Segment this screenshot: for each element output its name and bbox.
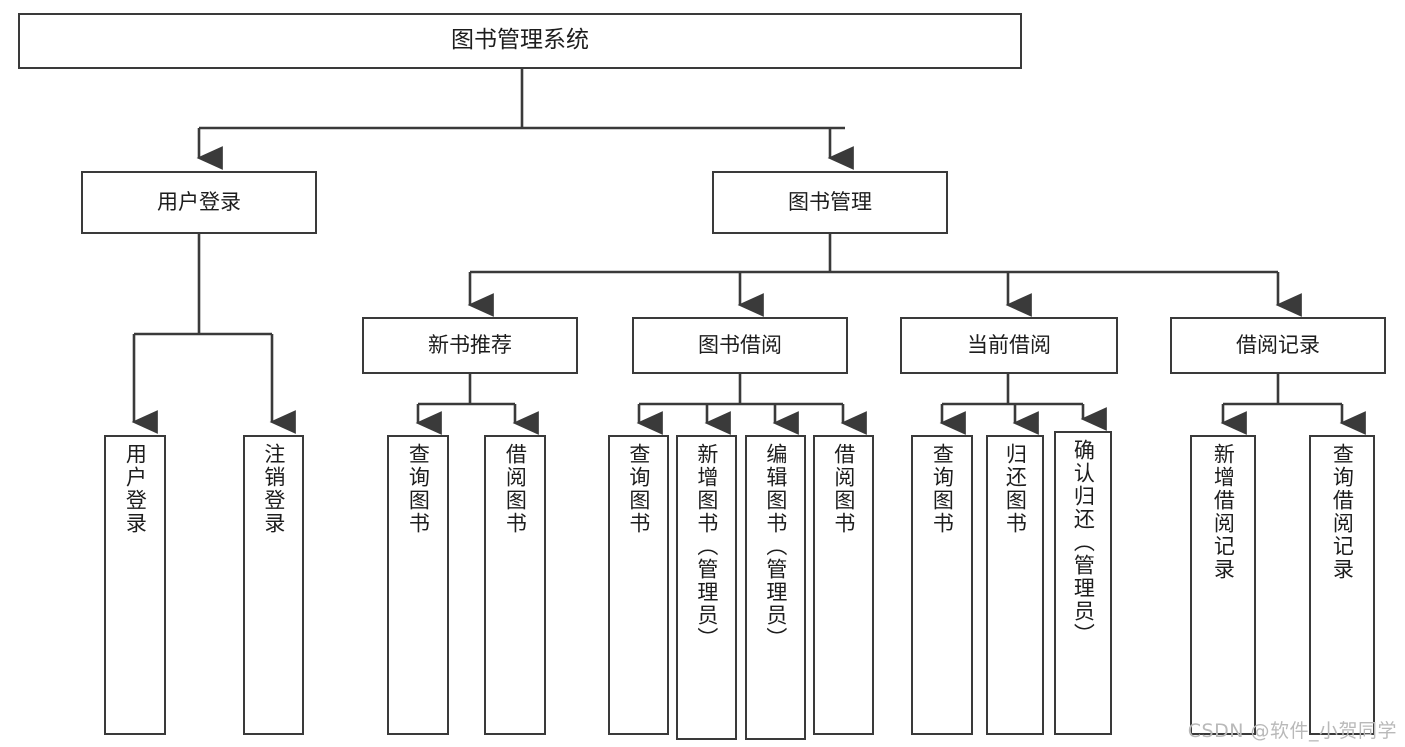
leaf-logout[interactable]: 注销登录 [243, 435, 304, 735]
leaf-query-book-borrow-label: 查询图书 [626, 443, 651, 535]
leaf-borrow-book[interactable]: 借阅图书 [813, 435, 874, 735]
node-root[interactable]: 图书管理系统 [18, 13, 1022, 69]
node-borrow-record-label: 借阅记录 [1236, 333, 1320, 358]
leaf-query-book-borrow[interactable]: 查询图书 [608, 435, 669, 735]
leaf-user-login-label: 用户登录 [123, 443, 148, 535]
node-current-borrow[interactable]: 当前借阅 [900, 317, 1118, 374]
leaf-add-borrow-record[interactable]: 新增借阅记录 [1190, 435, 1256, 735]
leaf-query-book-current-label: 查询图书 [930, 443, 955, 535]
leaf-add-book-admin-label: 新增图书（管理员） [694, 443, 719, 650]
leaf-logout-label: 注销登录 [261, 443, 286, 535]
leaf-user-login[interactable]: 用户登录 [104, 435, 166, 735]
leaf-query-book-recommend[interactable]: 查询图书 [387, 435, 449, 735]
node-user-login-label: 用户登录 [157, 190, 241, 215]
csdn-watermark: CSDN @软件_小贺同学 [1187, 720, 1397, 742]
leaf-query-borrow-record-label: 查询借阅记录 [1330, 443, 1355, 581]
node-root-label: 图书管理系统 [451, 27, 589, 54]
leaf-query-book-recommend-label: 查询图书 [406, 443, 431, 535]
leaf-confirm-return-admin-label: 确认归还（管理员） [1071, 439, 1096, 646]
leaf-add-book-admin[interactable]: 新增图书（管理员） [676, 435, 737, 740]
leaf-edit-book-admin-label: 编辑图书（管理员） [763, 443, 788, 650]
node-book-management[interactable]: 图书管理 [712, 171, 948, 234]
node-current-borrow-label: 当前借阅 [967, 333, 1051, 358]
leaf-query-book-current[interactable]: 查询图书 [911, 435, 973, 735]
leaf-query-borrow-record[interactable]: 查询借阅记录 [1309, 435, 1375, 735]
node-book-borrow[interactable]: 图书借阅 [632, 317, 848, 374]
node-book-borrow-label: 图书借阅 [698, 333, 782, 358]
leaf-confirm-return-admin[interactable]: 确认归还（管理员） [1054, 431, 1112, 735]
leaf-return-book[interactable]: 归还图书 [986, 435, 1044, 735]
node-book-management-label: 图书管理 [788, 190, 872, 215]
leaf-return-book-label: 归还图书 [1003, 443, 1028, 535]
leaf-borrow-book-recommend-label: 借阅图书 [503, 443, 528, 535]
node-new-book-recommend[interactable]: 新书推荐 [362, 317, 578, 374]
leaf-edit-book-admin[interactable]: 编辑图书（管理员） [745, 435, 806, 740]
node-borrow-record[interactable]: 借阅记录 [1170, 317, 1386, 374]
node-new-book-recommend-label: 新书推荐 [428, 333, 512, 358]
leaf-add-borrow-record-label: 新增借阅记录 [1211, 443, 1236, 581]
leaf-borrow-book-label: 借阅图书 [831, 443, 856, 535]
leaf-borrow-book-recommend[interactable]: 借阅图书 [484, 435, 546, 735]
node-user-login[interactable]: 用户登录 [81, 171, 317, 234]
